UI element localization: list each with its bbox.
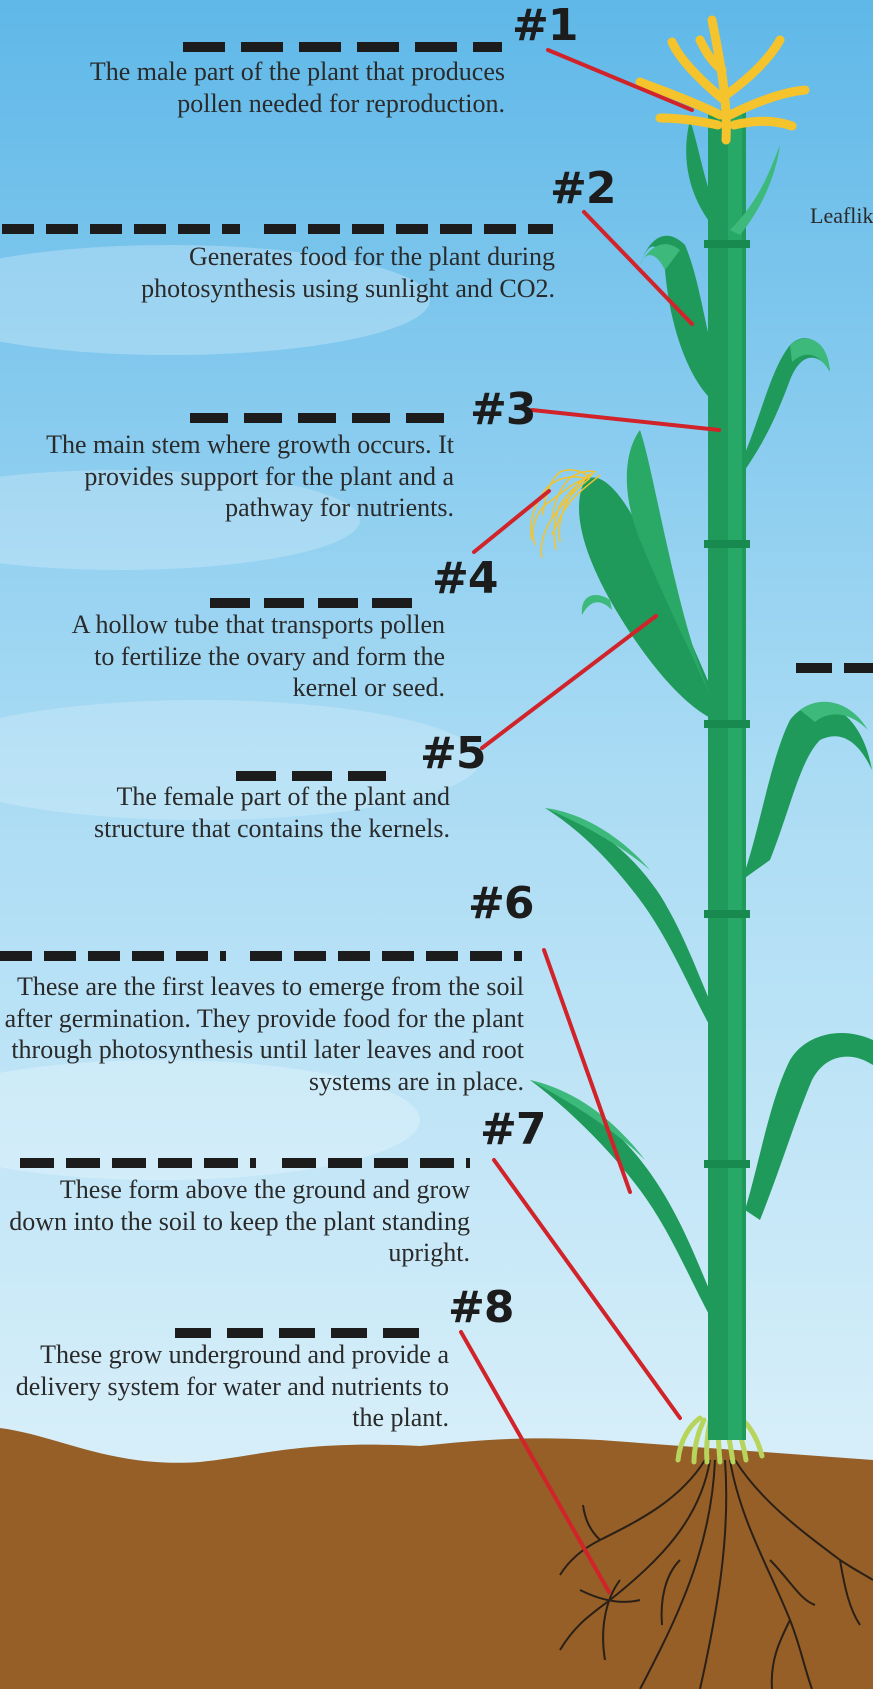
- label-description-2: Generates food for the plant during phot…: [60, 241, 555, 304]
- label-description-8: These grow underground and provide a del…: [0, 1339, 449, 1434]
- label-description-4: A hollow tube that transports pollen to …: [60, 609, 445, 704]
- label-number-4: #4: [432, 557, 497, 601]
- label-number-6: #6: [468, 882, 533, 926]
- label-number-8: #8: [448, 1286, 513, 1330]
- label-number-3: #3: [470, 388, 535, 432]
- label-number-2: #2: [550, 167, 615, 211]
- stalk: [704, 110, 750, 1440]
- label-number-1: #1: [512, 4, 577, 48]
- label-description-7: These form above the ground and grow dow…: [0, 1174, 470, 1269]
- label-number-7: #7: [480, 1108, 545, 1152]
- label-description-3: The main stem where growth occurs. It pr…: [0, 429, 454, 524]
- label-description-1: The male part of the plant that produces…: [20, 56, 505, 119]
- label-description-5: The female part of the plant and structu…: [40, 781, 450, 844]
- soil: [0, 1428, 873, 1689]
- label-description-6: These are the first leaves to emerge fro…: [0, 971, 524, 1097]
- label-number-5: #5: [420, 732, 485, 776]
- side-label-text: Leaflike: [810, 203, 873, 229]
